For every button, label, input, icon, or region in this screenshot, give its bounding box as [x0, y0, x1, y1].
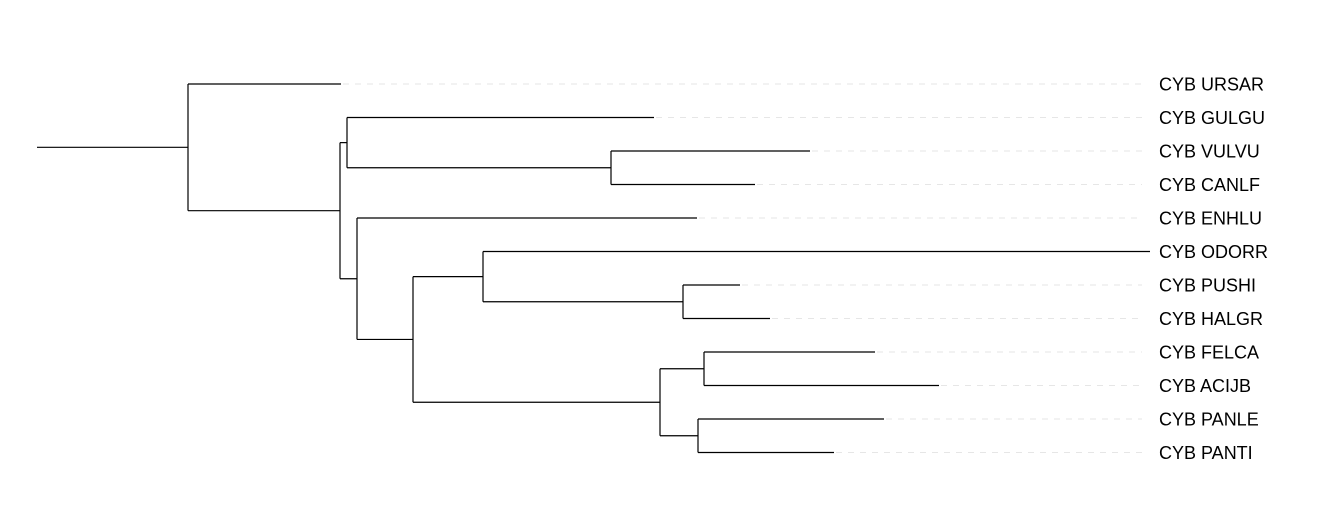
tree-branches: [37, 83, 1150, 454]
guide-lines: [343, 83, 1142, 453]
tip-label: CYB ACIJB: [1159, 376, 1251, 396]
tip-label: CYB CANLF: [1159, 175, 1260, 195]
tip-label: CYB VULVU: [1159, 142, 1260, 162]
tip-label: CYB PANLE: [1159, 410, 1259, 430]
tip-label: CYB FELCA: [1159, 343, 1259, 363]
tip-label: CYB HALGR: [1159, 309, 1263, 329]
tip-label: CYB ENHLU: [1159, 209, 1262, 229]
tip-label: CYB ODORR: [1159, 242, 1268, 262]
tip-label: CYB PANTI: [1159, 443, 1253, 463]
tip-labels: CYB URSAR CYB GULGU CYB VULVU CYB CANLF CYB …: [1159, 75, 1268, 464]
tip-label: CYB GULGU: [1159, 108, 1265, 128]
tip-label: CYB URSAR: [1159, 75, 1264, 95]
tip-label: CYB PUSHI: [1159, 276, 1256, 296]
